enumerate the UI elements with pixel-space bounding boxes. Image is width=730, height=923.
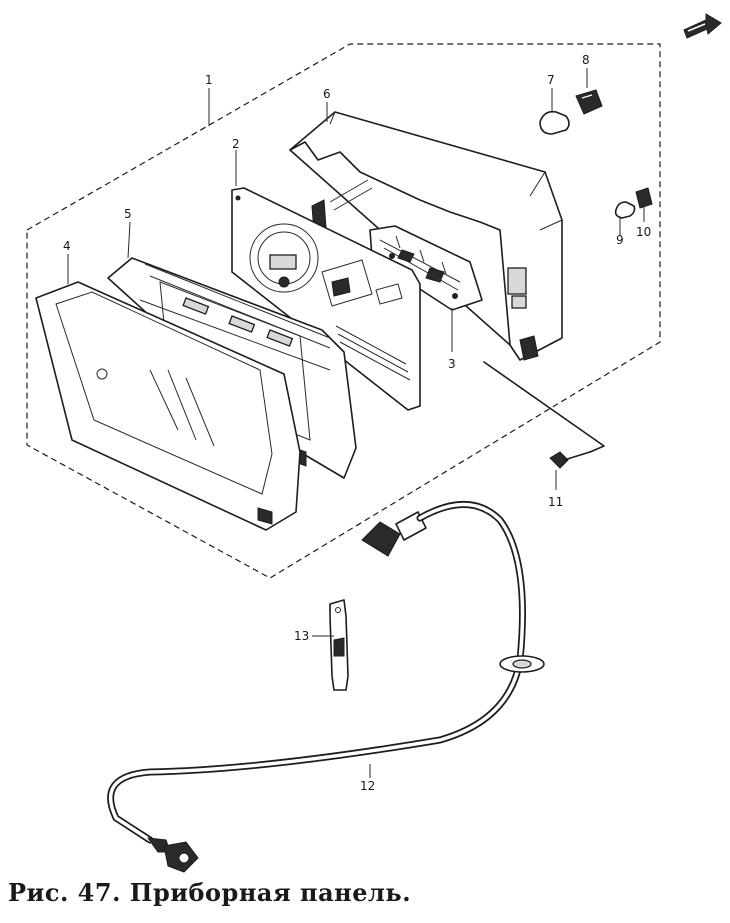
front-lens-glass [35,281,301,531]
mounting-screw [483,361,605,469]
small-socket [635,187,653,209]
bulb-socket [575,89,603,115]
part-label-5: 5 [124,207,132,221]
part-label-10: 10 [636,225,651,239]
small-bulb [614,201,636,219]
part-label-2: 2 [232,137,240,151]
dial-face-plate [231,187,421,411]
printed-circuit-board [369,225,483,311]
part-label-6: 6 [323,87,331,101]
leader-lines [67,68,645,778]
speedometer-cable [107,501,545,873]
front-direction-arrow-icon [683,13,722,39]
cable-bracket [329,599,349,691]
part-label-4: 4 [63,239,71,253]
part-label-8: 8 [582,53,590,67]
assembly-boundary [26,43,661,579]
part-label-12: 12 [360,779,375,793]
part-label-13: 13 [294,629,309,643]
rear-housing-case [289,111,563,361]
part-label-9: 9 [616,233,624,247]
part-label-1: 1 [205,73,213,87]
part-label-7: 7 [547,73,555,87]
part-label-11: 11 [548,495,563,509]
indicator-bulb [539,110,570,135]
part-label-3: 3 [448,357,456,371]
figure-caption: Рис. 47. Приборная панель. [8,878,412,907]
